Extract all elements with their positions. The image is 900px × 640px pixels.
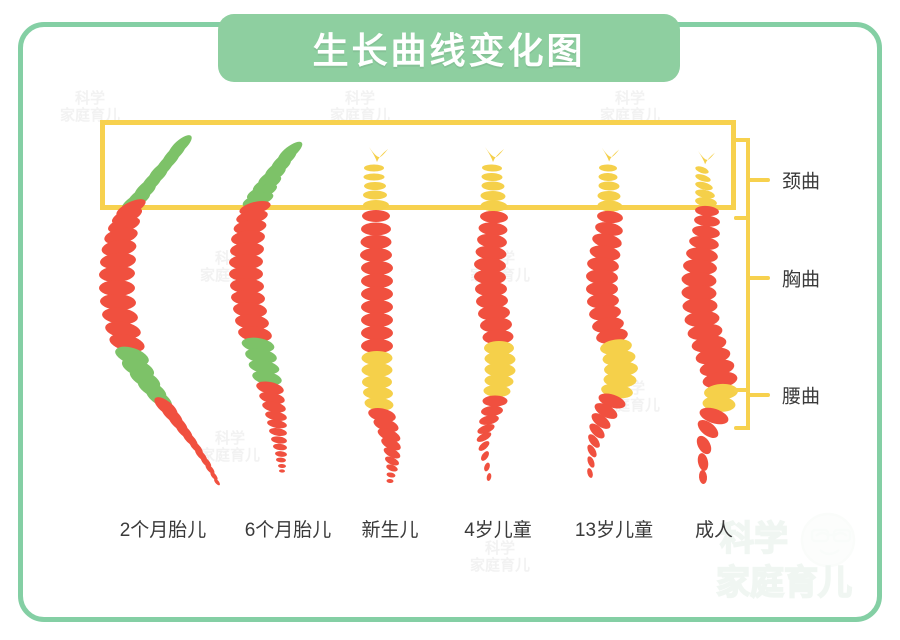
background-watermark: 科学 家庭育儿	[470, 250, 531, 285]
spine-label-spine-4: 4岁儿童	[464, 520, 532, 541]
curve-label-lumbar-curve: 腰曲	[782, 386, 821, 408]
spine-label-spine-1: 2个月胎儿	[119, 520, 207, 541]
page-title: 生长曲线变化图	[312, 30, 586, 71]
curve-label-thoracic-curve: 胸曲	[782, 269, 821, 291]
spine-label-spine-2: 6个月胎儿	[244, 520, 332, 541]
spine-label-spine-3: 新生儿	[361, 520, 419, 541]
background-watermark: 科学 家庭育儿	[200, 250, 261, 285]
background-watermark: 科学 家庭育儿	[600, 380, 661, 415]
spine-label-spine-6: 成人	[694, 520, 734, 541]
background-watermark: 科学 家庭育儿	[470, 540, 531, 575]
spine-label-spine-5: 13岁儿童	[574, 520, 654, 541]
background-watermark: 科学 家庭育儿	[200, 430, 261, 465]
brand-watermark-logo: 科学 家庭育儿	[716, 512, 856, 603]
svg-text:科学: 科学	[720, 519, 788, 558]
cervical-highlight-box	[100, 120, 736, 210]
title-banner: 生长曲线变化图	[218, 14, 680, 82]
curve-label-cervical-curve: 颈曲	[782, 171, 821, 193]
svg-text:家庭育儿: 家庭育儿	[716, 563, 852, 602]
